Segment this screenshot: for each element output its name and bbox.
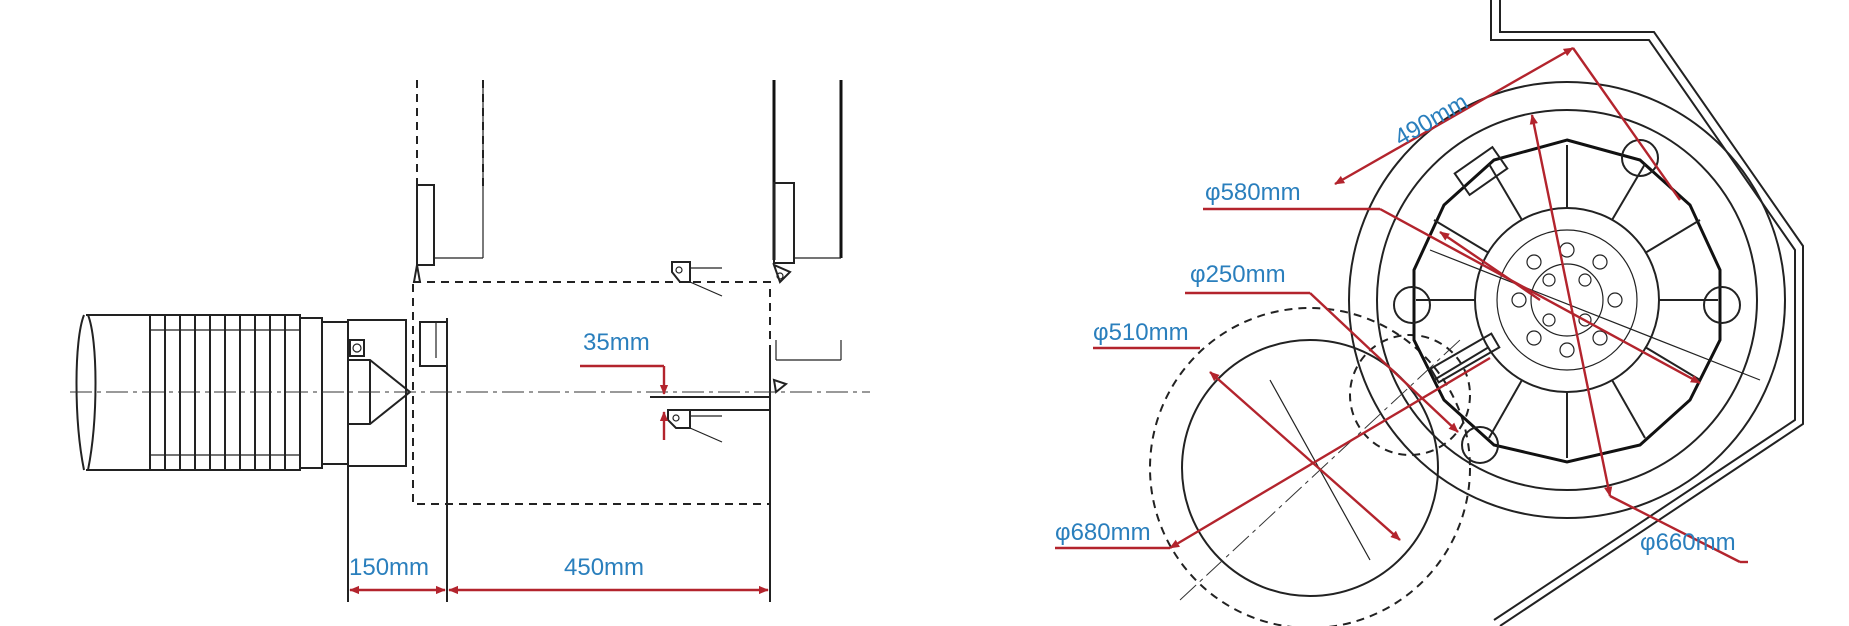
left-view: 35mm 150mm 450mm bbox=[70, 80, 870, 602]
label-660mm: φ660mm bbox=[1640, 529, 1736, 556]
label-35mm: 35mm bbox=[583, 329, 650, 356]
dimension-660mm: φ660mm bbox=[1529, 114, 1748, 564]
tool-insert-lower bbox=[667, 340, 842, 443]
boring-bar bbox=[650, 396, 770, 411]
dimension-680mm: φ680mm bbox=[1055, 356, 1491, 550]
dimension-250mm: φ250mm bbox=[1185, 261, 1459, 433]
tool-stations bbox=[1416, 145, 1718, 458]
dimension-510mm: φ510mm bbox=[1093, 319, 1401, 541]
label-510mm: φ510mm bbox=[1093, 319, 1189, 346]
bolt-holes bbox=[1511, 242, 1623, 358]
label-450mm: 450mm bbox=[564, 554, 644, 581]
turret-disk bbox=[1412, 138, 1722, 464]
dimension-35mm: 35mm bbox=[580, 329, 669, 440]
dimension-150mm: 150mm bbox=[349, 554, 446, 595]
tool-post-right bbox=[772, 80, 843, 284]
machine-enclosure bbox=[1490, 0, 1804, 626]
dimension-450mm: 450mm bbox=[448, 554, 769, 595]
live-center bbox=[347, 319, 412, 467]
label-580mm: φ580mm bbox=[1205, 179, 1301, 206]
label-680mm: φ680mm bbox=[1055, 519, 1151, 546]
circle-680 bbox=[1149, 307, 1471, 626]
circle-510 bbox=[1181, 339, 1439, 597]
label-250mm: φ250mm bbox=[1190, 261, 1286, 288]
workpiece-outline bbox=[412, 281, 771, 505]
right-view: 490mm φ580mm φ250mm φ510mm φ680mm bbox=[1055, 0, 1804, 626]
tool-insert-upper bbox=[671, 261, 723, 297]
label-150mm: 150mm bbox=[349, 554, 429, 581]
dimension-580mm: φ580mm bbox=[1203, 179, 1701, 385]
tool-post-left bbox=[412, 80, 484, 283]
